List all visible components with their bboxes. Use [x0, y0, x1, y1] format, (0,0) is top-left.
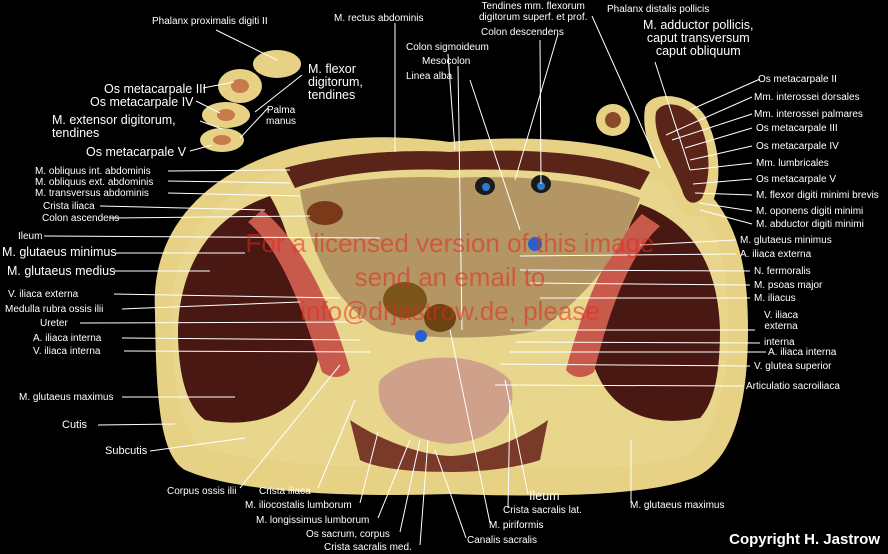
- label-os-metacarpale-ii: Os metacarpale II: [758, 74, 837, 85]
- label-medulla-rubra: Medulla rubra ossis ilii: [5, 304, 104, 315]
- label-cutis: Cutis: [62, 419, 88, 431]
- label-v-iliaca-externa-left: V. iliaca externa: [8, 289, 79, 300]
- label-crista-sacralis-med: Crista sacralis med.: [324, 542, 412, 553]
- label-corpus-ossis-ilii: Corpus ossis ilii: [167, 486, 237, 497]
- label-a-iliaca-interna-left: A. iliaca interna: [33, 333, 102, 344]
- label-iliocostalis: M. iliocostalis lumborum: [245, 500, 352, 511]
- label-subcutis: Subcutis: [105, 445, 148, 457]
- label-crista-iliaca-left: Crista iliaca: [43, 201, 95, 212]
- label-colon-ascendens: Colon ascendens: [42, 213, 120, 224]
- label-interossei-dorsales: Mm. interossei dorsales: [754, 92, 860, 103]
- label-glutaeus-maximus-bottom: M. glutaeus maximus: [630, 500, 725, 511]
- label-os-sacrum-corpus: Os sacrum, corpus: [306, 529, 390, 540]
- label-adductor-pollicis: M. adductor pollicis, caput transversum …: [643, 18, 754, 58]
- label-lumbricales: Mm. lumbricales: [756, 158, 829, 169]
- label-phalanx-proximalis-digiti-ii: Phalanx proximalis digiti II: [152, 16, 268, 27]
- label-rectus-abdominis: M. rectus abdominis: [334, 13, 424, 24]
- label-glutaeus-maximus-left: M. glutaeus maximus: [19, 392, 114, 403]
- label-flexor-digitorum-tendines: M. flexor digitorum, tendines: [308, 62, 363, 102]
- right-hand-section: [596, 96, 719, 218]
- label-extensor-digitorum: M. extensor digitorum, tendines: [52, 113, 176, 140]
- label-piriformis: M. piriformis: [489, 520, 544, 531]
- label-canalis-sacralis: Canalis sacralis: [467, 535, 538, 546]
- left-hand-section: [200, 50, 301, 152]
- label-transversus: M. transversus abdominis: [35, 188, 149, 199]
- label-colon-sigmoideum: Colon sigmoideum: [406, 42, 489, 53]
- label-ileum-left: Ileum: [18, 231, 43, 242]
- label-os-metacarpale-v-left: Os metacarpale V: [86, 145, 187, 159]
- label-v-glutea-superior: V. glutea superior: [754, 361, 832, 372]
- label-tendines-flexorum: Tendines mm. flexorum digitorum superf. …: [479, 1, 588, 23]
- label-os-metacarpale-v-right: Os metacarpale V: [756, 174, 837, 185]
- leader-lines: [43, 15, 766, 546]
- label-v-iliaca-externa-right: V. iliaca externa: [764, 310, 799, 332]
- label-psoas-major: M. psoas major: [754, 280, 823, 291]
- label-ureter: Ureter: [40, 318, 68, 329]
- label-a-iliaca-externa: A. iliaca externa: [740, 249, 812, 260]
- label-iliacus: M. iliacus: [754, 293, 796, 304]
- label-obliquus-ext: M. obliquus ext. abdominis: [35, 177, 154, 188]
- label-crista-sacralis-lat: Crista sacralis lat.: [503, 505, 582, 516]
- label-v-iliaca-interna-left: V. iliaca interna: [33, 346, 101, 357]
- label-mesocolon: Mesocolon: [422, 56, 471, 67]
- label-abductor-digiti-minimi: M. abductor digiti minimi: [756, 219, 864, 230]
- label-linea-alba: Linea alba: [406, 71, 453, 82]
- copyright-text: Copyright H. Jastrow: [729, 531, 880, 548]
- label-interossei-palmares: Mm. interossei palmares: [754, 109, 863, 120]
- label-glutaeus-minimus-right: M. glutaeus minimus: [740, 235, 832, 246]
- label-a-iliaca-interna-right: A. iliaca interna: [768, 347, 837, 358]
- label-os-metacarpale-iii-left: Os metacarpale III: [104, 82, 207, 96]
- label-os-metacarpale-iv-left: Os metacarpale IV: [90, 95, 194, 109]
- label-ileum-bottom: Ileum: [529, 489, 560, 503]
- label-flexor-digiti-minimi: M. flexor digiti minimi brevis: [756, 190, 879, 201]
- label-interna-right: interna: [764, 337, 795, 348]
- label-os-metacarpale-iii-right: Os metacarpale III: [756, 123, 838, 134]
- pelvis-section: [154, 137, 748, 496]
- label-obliquus-int: M. obliquus int. abdominis: [35, 166, 151, 177]
- label-glutaeus-medius: M. glutaeus medius: [7, 264, 116, 278]
- label-n-fermoralis: N. fermoralis: [754, 266, 811, 277]
- label-colon-descendens: Colon descendens: [481, 27, 564, 38]
- label-articulatio-sacroiliaca: Articulatio sacroiliaca: [746, 381, 840, 392]
- label-crista-iliaca-bottom: Crista iliaca: [259, 486, 311, 497]
- label-longissimus: M. longissimus lumborum: [256, 515, 370, 526]
- label-phalanx-distalis-pollicis: Phalanx distalis pollicis: [607, 4, 710, 15]
- label-glutaeus-minimus-left: M. glutaeus minimus: [2, 245, 117, 259]
- label-oponens-digiti-minimi: M. oponens digiti minimi: [756, 206, 864, 217]
- label-palma-manus: Palma manus: [266, 105, 297, 127]
- label-os-metacarpale-iv-right: Os metacarpale IV: [756, 141, 839, 152]
